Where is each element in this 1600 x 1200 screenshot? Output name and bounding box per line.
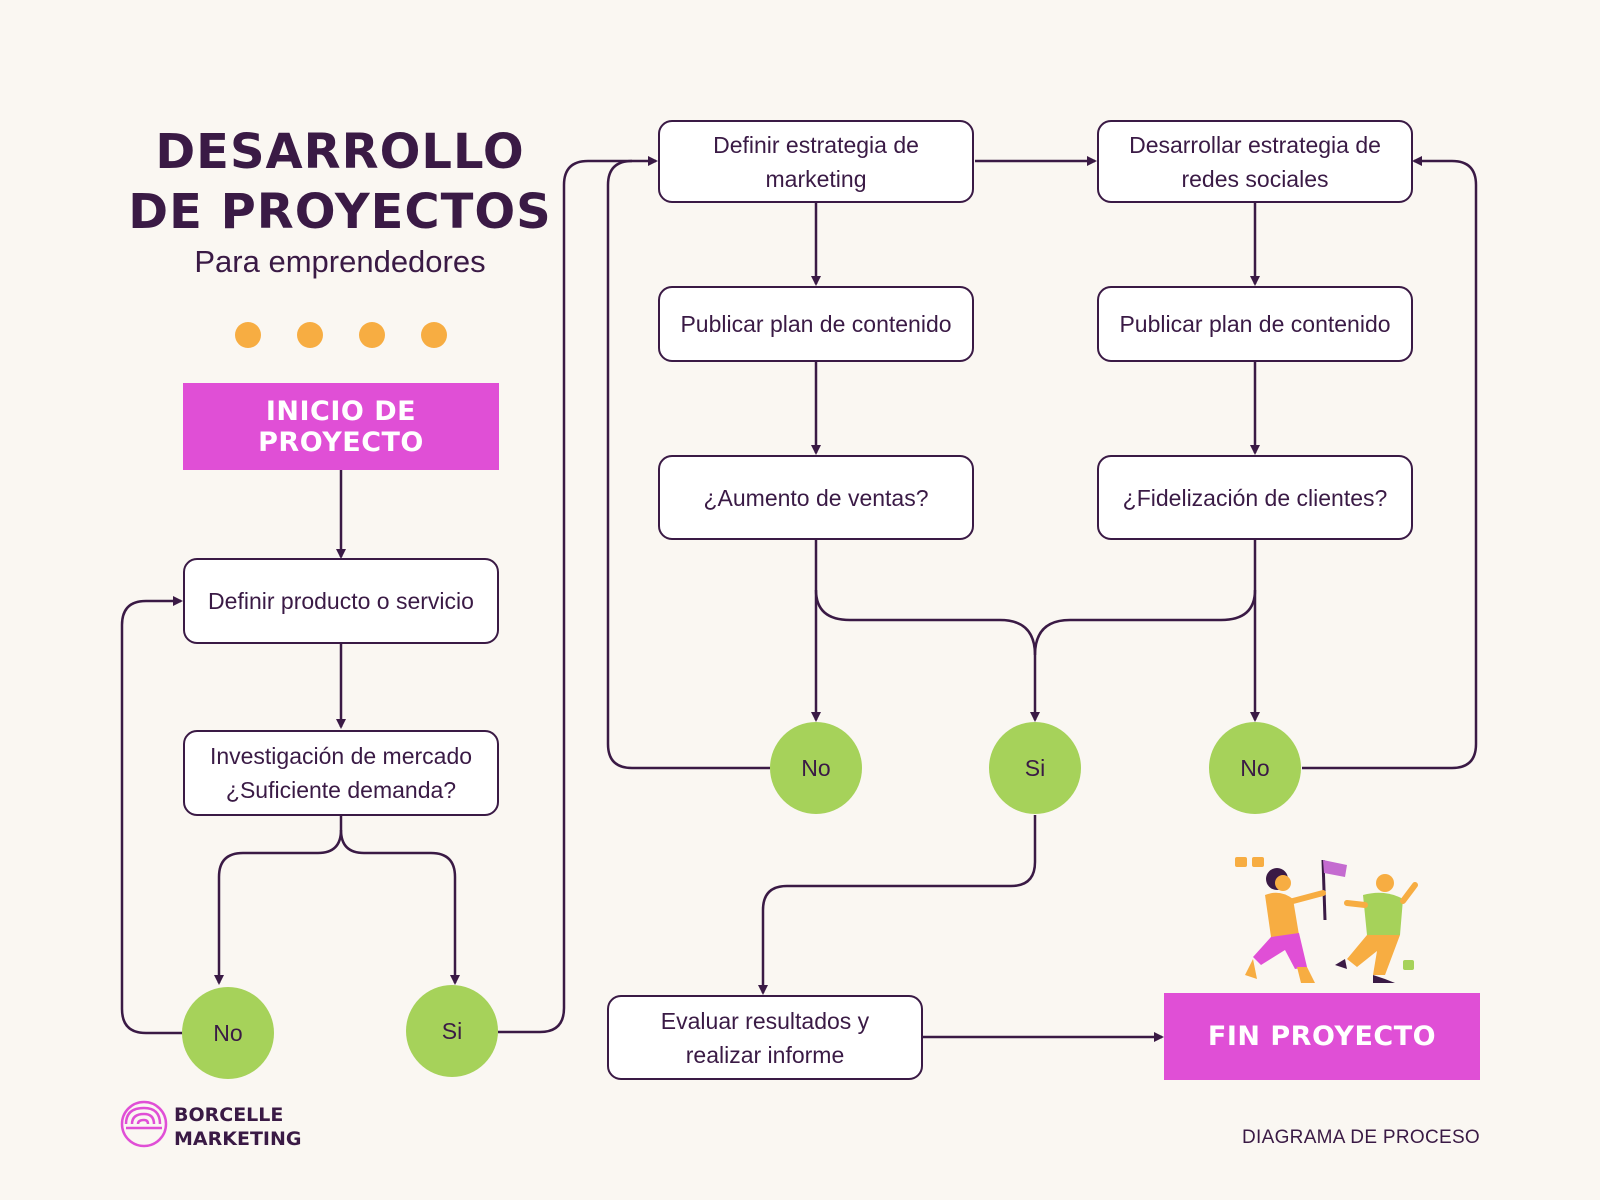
marketing-strategy-node: Definir estrategia de marketing xyxy=(658,120,974,203)
end-node: FIN PROYECTO xyxy=(1164,993,1480,1080)
social-strategy-node: Desarrollar estrategia de redes sociales xyxy=(1097,120,1413,203)
dot-decoration-1 xyxy=(235,322,261,348)
edge-si-to-marketing xyxy=(498,156,658,1034)
publish-plan-left-node: Publicar plan de contenido xyxy=(658,286,974,362)
decision-si-bottom: Si xyxy=(406,985,498,1077)
edge-si-to-evaluate xyxy=(758,815,1037,995)
decision-no-bottom: No xyxy=(182,987,274,1079)
dot-decoration-4 xyxy=(421,322,447,348)
marketing-strategy-line-1: Definir estrategia de xyxy=(713,131,919,158)
edge-no-back-to-marketing xyxy=(606,159,770,770)
dot-decoration-3 xyxy=(359,322,385,348)
social-strategy-line-2: redes sociales xyxy=(1181,165,1329,192)
evaluate-node: Evaluar resultados y realizar informe xyxy=(607,995,923,1080)
publish-plan-right-node: Publicar plan de contenido xyxy=(1097,286,1413,362)
sales-question-node: ¿Aumento de ventas? xyxy=(658,455,974,540)
page-subtitle: Para emprendedores xyxy=(194,244,486,279)
page-title: DESARROLLO DE PROYECTOS xyxy=(120,122,560,242)
market-research-line-2: ¿Suficiente demanda? xyxy=(225,777,457,803)
loyalty-question-node: ¿Fidelización de clientes? xyxy=(1097,455,1413,540)
decision-no-top-right: No xyxy=(1209,722,1301,814)
edge-research-to-si xyxy=(339,829,460,985)
marketing-strategy-line-2: marketing xyxy=(765,165,867,192)
borcelle-logo-icon xyxy=(120,1100,168,1148)
evaluate-line-2: realizar informe xyxy=(685,1041,845,1068)
dot-decoration-2 xyxy=(297,322,323,348)
edge-loyalty-to-si xyxy=(1033,589,1257,656)
footer-label: DIAGRAMA DE PROCESO xyxy=(1242,1127,1480,1148)
edge-no-back-to-define xyxy=(120,596,183,1035)
social-strategy-line-1: Desarrollar estrategia de xyxy=(1129,131,1381,158)
evaluate-line-1: Evaluar resultados y xyxy=(660,1007,870,1034)
decision-no-top-left: No xyxy=(770,722,862,814)
title-line-2: DE PROYECTOS xyxy=(128,184,552,240)
brand-name-line-1: BORCELLE xyxy=(174,1104,284,1126)
brand-name-line-2: MARKETING xyxy=(174,1128,302,1150)
decision-si-top-middle: Si xyxy=(989,722,1081,814)
brand-name: BORCELLE MARKETING xyxy=(174,1103,301,1151)
market-research-line-1: Investigación de mercado xyxy=(209,743,473,769)
edge-research-to-no xyxy=(214,813,343,985)
title-line-1: DESARROLLO xyxy=(155,124,525,180)
people-celebrating-illustration xyxy=(1235,857,1418,983)
edge-sales-to-si xyxy=(814,589,1040,722)
dot-decoration xyxy=(235,322,455,348)
edge-no-back-to-social xyxy=(1302,156,1478,770)
define-product-node: Definir producto o servicio xyxy=(183,558,499,644)
start-node: INICIO DE PROYECTO xyxy=(183,383,499,470)
market-research-node: Investigación de mercado ¿Suficiente dem… xyxy=(183,730,499,816)
